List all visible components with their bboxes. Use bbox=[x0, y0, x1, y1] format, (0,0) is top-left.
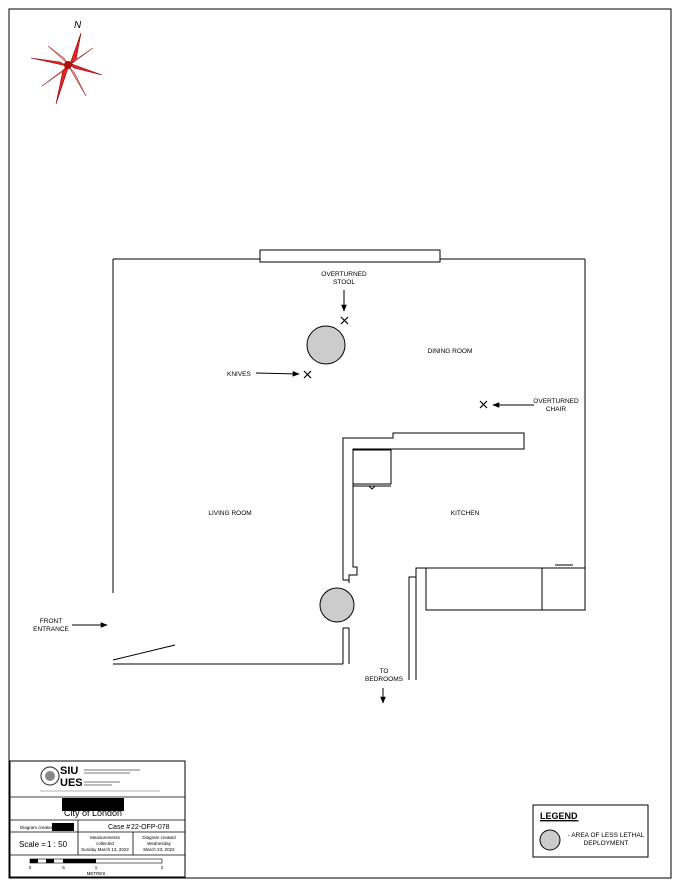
case-label: Case # bbox=[108, 824, 130, 831]
created-line2: Wednesday bbox=[147, 841, 171, 846]
measurements-line2: collected bbox=[96, 841, 114, 846]
bedrooms-label-line1: TO bbox=[380, 668, 389, 675]
legend-item-line1: - AREA OF LESS LETHAL bbox=[568, 832, 645, 839]
kitchen-counter bbox=[425, 567, 586, 611]
evidence-marker-knives bbox=[303, 370, 312, 379]
page-border bbox=[8, 8, 672, 879]
fridge bbox=[352, 449, 392, 485]
evidence-marker-chair bbox=[479, 400, 488, 409]
siu-logo: SIU UES bbox=[40, 765, 160, 792]
entrance-label-line2: ENTRANCE bbox=[33, 626, 69, 633]
chair-label-line1: OVERTURNED bbox=[533, 398, 579, 405]
title-block: SIU UES City of London Diagram created C… bbox=[9, 760, 186, 878]
legend-title: LEGEND bbox=[540, 811, 578, 821]
scale-tick-0: 0 bbox=[29, 865, 32, 870]
stool-label-line2: STOOL bbox=[333, 279, 355, 286]
window bbox=[259, 249, 441, 263]
scale-value: 1 : 50 bbox=[47, 840, 68, 849]
measurements-line3: Sunday March 13, 2022 bbox=[81, 847, 129, 852]
chair-label-line2: CHAIR bbox=[546, 406, 567, 413]
stool-label-line1: OVERTURNED bbox=[321, 271, 367, 278]
scale-label: Scale = bbox=[19, 840, 46, 849]
scale-tick-half: .5 bbox=[61, 865, 65, 870]
legend-deployment-swatch bbox=[539, 829, 561, 851]
room-label-living: LIVING ROOM bbox=[208, 510, 251, 517]
entrance-label-line1: FRONT bbox=[40, 618, 62, 625]
legend-item-line2: DEPLOYMENT bbox=[584, 840, 629, 847]
case-number: 22-OFP-078 bbox=[131, 824, 170, 831]
north-arrow-icon: N bbox=[30, 20, 103, 105]
scale-tick-2: 2 bbox=[161, 865, 164, 870]
scale-tick-1: 1 bbox=[95, 865, 98, 870]
knives-arrow bbox=[255, 371, 300, 377]
logo-text-top: SIU bbox=[60, 765, 78, 777]
stove bbox=[541, 567, 586, 611]
diagram-created-by-label: Diagram created bbox=[20, 825, 54, 830]
created-line3: March 23, 2022 bbox=[143, 847, 175, 852]
knives-label: KNIVES bbox=[227, 371, 252, 378]
deployment-area-hallway bbox=[319, 587, 355, 623]
legend: LEGEND - AREA OF LESS LETHAL DEPLOYMENT bbox=[532, 804, 649, 858]
logo-text-bottom: UES bbox=[60, 777, 83, 789]
created-line1: Diagram created bbox=[142, 835, 176, 840]
evidence-marker-stool bbox=[340, 316, 349, 325]
city-name: City of London bbox=[64, 808, 122, 818]
north-label: N bbox=[74, 20, 82, 31]
walls bbox=[112, 249, 586, 680]
scale-bar: 0 .5 1 2 METRES bbox=[29, 858, 164, 876]
room-label-kitchen: KITCHEN bbox=[451, 510, 480, 517]
bedrooms-label-line2: BEDROOMS bbox=[365, 676, 404, 683]
redaction-bar-title bbox=[62, 798, 124, 811]
room-label-dining: DINING ROOM bbox=[428, 348, 473, 355]
scale-unit: METRES bbox=[87, 871, 106, 876]
redaction-bar-author bbox=[52, 823, 74, 831]
deployment-area-dining bbox=[306, 325, 346, 365]
measurements-line1: Measurements bbox=[90, 835, 121, 840]
